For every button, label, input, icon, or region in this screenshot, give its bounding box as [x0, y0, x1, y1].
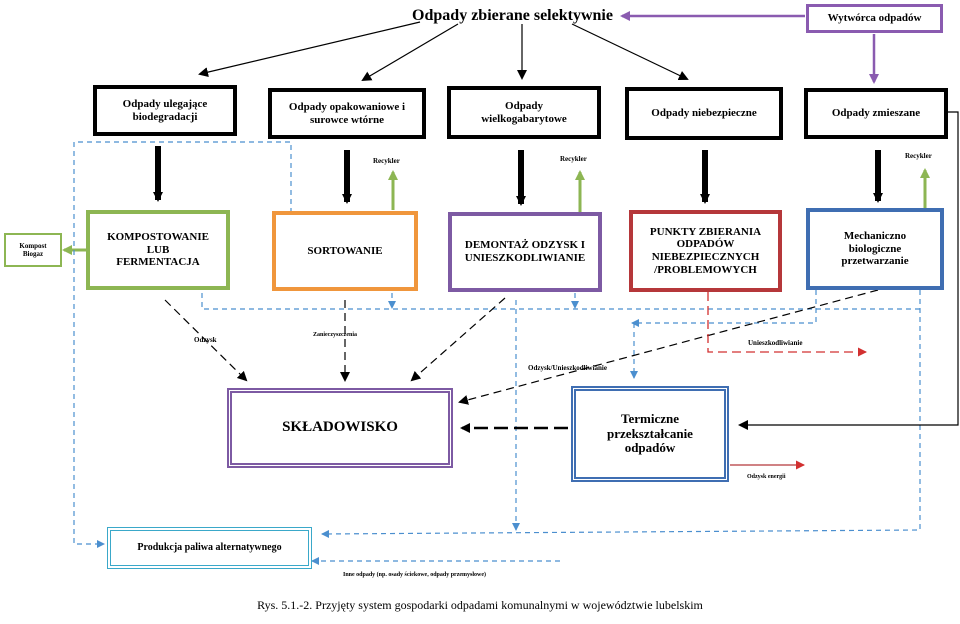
producer-box: Wytwórca odpadów: [806, 4, 943, 33]
category-packaging: Odpady opakowaniowe i surowce wtórne: [268, 88, 426, 139]
label-odzysk: Odzysk: [194, 336, 217, 344]
process-composting: KOMPOSTOWANIE LUB FERMENTACJA: [86, 210, 230, 290]
label-odzysk-unieszkodliwianie: Odzysk/Unieszkodliwianie: [528, 364, 607, 372]
output-landfill: SKŁADOWISKO: [227, 388, 453, 468]
figure-caption: Rys. 5.1.-2. Przyjęty system gospodarki …: [257, 598, 703, 612]
dashed-blue-flows: [73, 141, 921, 565]
process-collection-points: PUNKTY ZBIERANIA ODPADÓW NIEBEZPIECZNYCH…: [629, 210, 782, 292]
dashed-black-flows: [164, 289, 879, 405]
label-recykler-mbt: Recykler: [905, 152, 932, 160]
label-unieszkodliwianie: Unieszkodliwianie: [748, 339, 803, 347]
process-dismantling: DEMONTAŻ ODZYSK I UNIESZKODLIWIANIE: [448, 212, 602, 292]
arrow-title-to-bio: [198, 21, 421, 78]
arrow-title-to-hazardous: [571, 23, 689, 81]
selective-collection-title: Odpady zbierane selektywnie: [412, 6, 613, 24]
label-recykler-dismantling: Recykler: [560, 155, 587, 163]
label-inne-odpady: Inne odpady (np. osady ściekowe, odpady …: [343, 572, 487, 578]
arrow-points-unieszkodliwianie: [707, 292, 867, 357]
label-odzysk-energii: Odzysk energii: [747, 474, 786, 480]
output-compost-biogas: Kompost Biogaz: [4, 233, 62, 267]
label-zanieczyszczenia: Zanieczyszczenia: [313, 332, 357, 338]
category-mixed: Odpady zmieszane: [804, 88, 948, 139]
category-bio: Odpady ulegające biodegradacji: [93, 85, 237, 136]
output-alternative-fuel: Produkcja paliwa alternatywnego: [107, 527, 312, 569]
process-sorting: SORTOWANIE: [272, 211, 418, 291]
arrow-title-to-packaging: [361, 23, 459, 82]
category-hazardous: Odpady niebezpieczne: [625, 87, 783, 140]
category-bulky: Odpady wielkogabarytowe: [447, 86, 601, 139]
process-mbt: Mechaniczno biologiczne przetwarzanie: [806, 208, 944, 290]
label-recykler-sorting: Recykler: [373, 157, 400, 165]
output-thermal: Termiczne przekształcanie odpadów: [571, 386, 729, 482]
arrow-mixed-to-thermal: [738, 111, 959, 430]
